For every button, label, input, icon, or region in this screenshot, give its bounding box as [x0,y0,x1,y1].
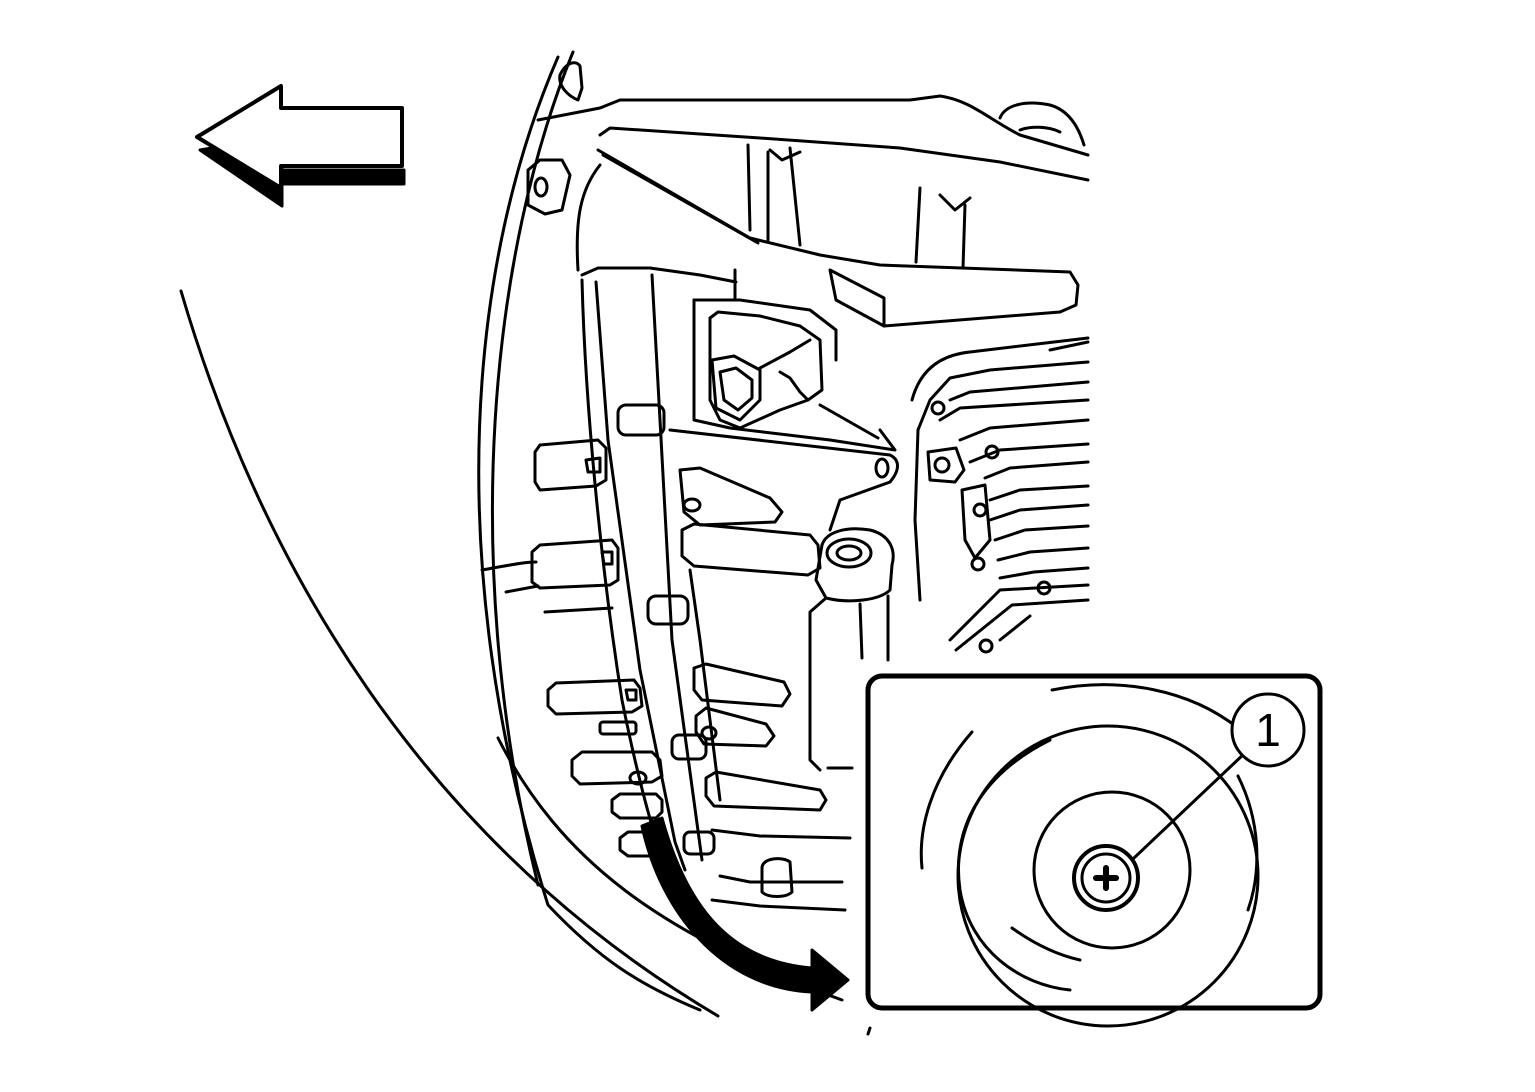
detail-inset: 1 [865,673,1323,1028]
core-support [526,61,1090,328]
tick-mark [866,1026,872,1036]
callout-label: 1 [1255,704,1281,756]
front-direction-arrow-icon [195,84,406,208]
callout-leader [1132,750,1248,860]
removal-arrow-icon [640,816,850,1012]
inset-frame [865,673,1323,1011]
engine-oil-pan [910,336,1090,654]
screw-cross-icon [1093,865,1119,891]
bumper-curves [179,50,844,1018]
air-intake-duct [668,268,899,912]
callout-circle [1230,692,1306,768]
clip-head [1072,844,1140,912]
clip-inner-ring [1032,790,1192,950]
